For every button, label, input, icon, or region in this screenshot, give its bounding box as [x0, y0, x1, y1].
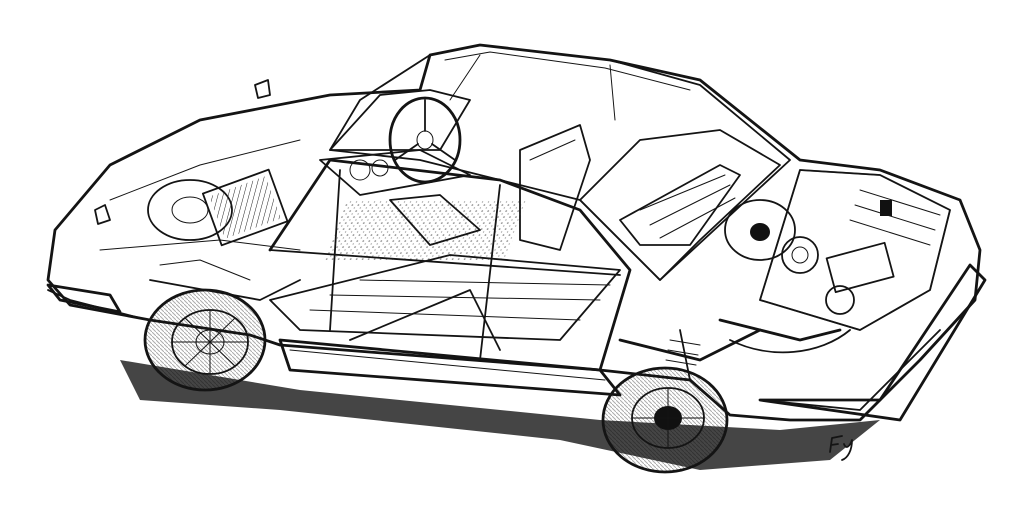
artist-signature [829, 435, 853, 461]
rear-seat [619, 164, 741, 246]
steering-wheel [388, 96, 462, 184]
engine-compartment [718, 169, 951, 354]
front-suspension [149, 259, 301, 301]
fender-mirror [94, 204, 111, 225]
far-rear-wheel [724, 199, 796, 261]
rear-bumper [758, 263, 987, 422]
floor-pan [269, 200, 621, 351]
dashboard [319, 96, 471, 196]
front-bumper [46, 283, 122, 314]
front-wheel [143, 288, 267, 392]
rear-suspension [618, 328, 762, 381]
windscreen [329, 89, 471, 151]
door-frame [268, 158, 632, 372]
rear-window [579, 129, 781, 281]
front-compartment [99, 139, 301, 251]
side-mirror [254, 79, 271, 99]
rear-wheel [601, 366, 729, 474]
